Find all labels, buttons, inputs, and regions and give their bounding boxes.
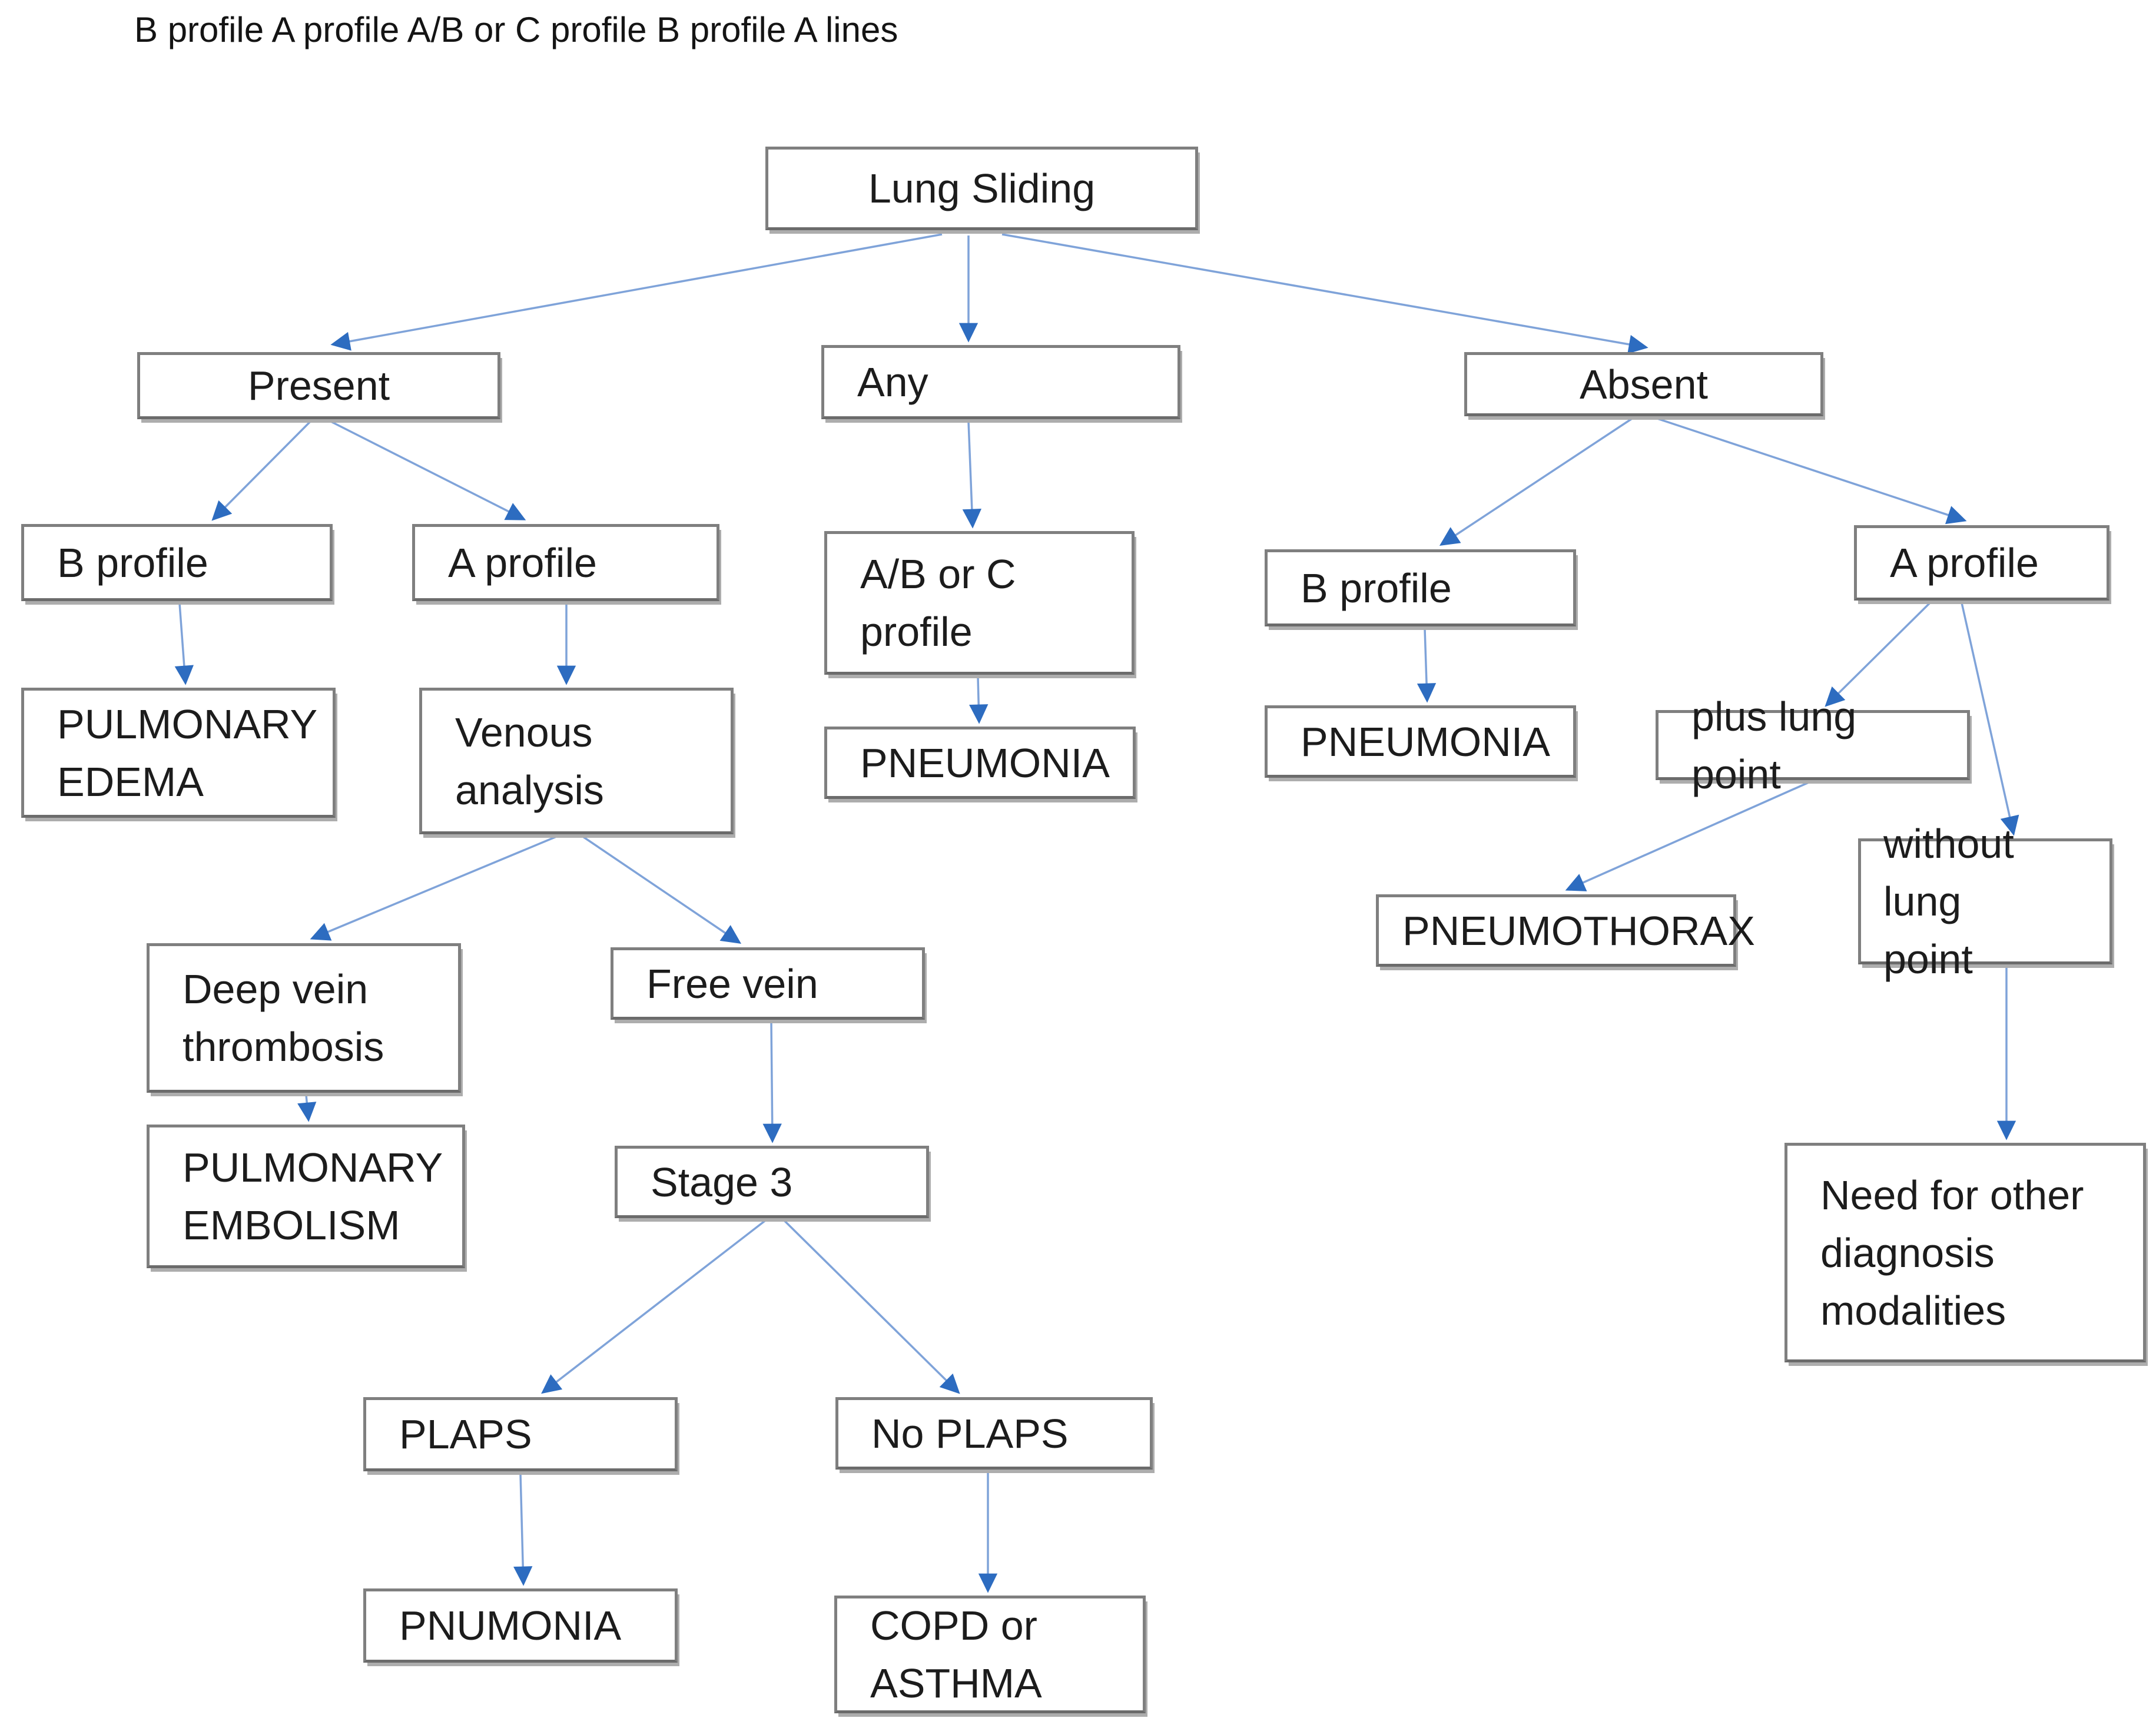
connector-present-aprofile	[330, 420, 526, 520]
connector-present-bprofile	[211, 420, 311, 521]
node-pneumothorax: PNEUMOTHORAX	[1376, 894, 1755, 967]
node-label: PNEUMONIA	[860, 739, 1110, 786]
node-label: No PLAPS	[871, 1410, 1069, 1457]
node-label: PULMONARY EMBOLISM	[183, 1145, 443, 1248]
connector-stage3-noplaps	[783, 1219, 960, 1394]
node-label: Absent	[1580, 361, 1708, 407]
connector-bprofile-pneumonia	[1417, 628, 1437, 703]
node-label: COPD or ASTHMA	[870, 1603, 1042, 1706]
node-pneumonia-right: PNEUMONIA	[1265, 705, 1576, 778]
node-label: A profile	[1890, 540, 2039, 586]
node-label: Need for other diagnosis modalities	[1820, 1172, 2084, 1334]
node-pneumonia-any: PNEUMONIA	[824, 727, 1136, 799]
connector-plaps-pnumonia	[513, 1473, 533, 1586]
node-a-profile-right: A profile	[1854, 525, 2109, 601]
connector-abc-pneumonia	[969, 676, 989, 724]
node-label: PNUMONIA	[399, 1603, 622, 1649]
node-copd-or-asthma: COPD or ASTHMA	[834, 1596, 1146, 1713]
connector-bprofile-edema	[174, 603, 194, 685]
node-label: Deep vein thrombosis	[183, 966, 384, 1070]
figure-caption: B profile A profile A/B or C profile B p…	[134, 10, 898, 49]
node-absent: Absent	[1464, 352, 1823, 416]
node-label: Stage 3	[651, 1159, 793, 1205]
node-ab-or-c-profile: A/B or C profile	[824, 531, 1135, 675]
node-need-other-modalities: Need for other diagnosis modalities	[1784, 1143, 2146, 1362]
node-plus-lung-point: plus lung point	[1656, 694, 1970, 797]
node-label: PNEUMONIA	[1301, 718, 1550, 765]
node-label: without lung point	[1883, 821, 2014, 982]
node-free-vein: Free vein	[611, 947, 925, 1020]
node-label: Present	[247, 363, 390, 409]
node-label: PULMONARY EDEMA	[57, 701, 318, 805]
node-label: PNEUMOTHORAX	[1402, 907, 1755, 954]
connector-absent-bprofile	[1439, 417, 1633, 546]
node-label: Venous analysis	[455, 709, 604, 813]
node-label: Any	[857, 359, 928, 405]
node-label: B profile	[1301, 565, 1452, 611]
node-a-profile-left: A profile	[412, 524, 719, 601]
node-plaps: PLAPS	[363, 1397, 678, 1471]
node-pulmonary-edema: PULMONARY EDEMA	[21, 688, 336, 818]
connector-lungsliding-present	[330, 233, 943, 351]
node-pulmonary-embolism: PULMONARY EMBOLISM	[147, 1125, 465, 1268]
connector-absent-aprofile	[1657, 417, 1967, 525]
node-label: Lung Sliding	[868, 165, 1096, 211]
node-label: A profile	[448, 539, 597, 586]
node-label: PLAPS	[399, 1411, 532, 1457]
node-label: Free vein	[646, 960, 818, 1007]
connector-lungsliding-absent	[1001, 233, 1648, 354]
node-label: B profile	[57, 539, 208, 586]
node-b-profile-left: B profile	[21, 524, 333, 601]
node-any: Any	[821, 345, 1180, 419]
connector-any-abc	[962, 421, 982, 529]
node-label: A/B or C profile	[860, 551, 1016, 655]
node-no-plaps: No PLAPS	[835, 1397, 1153, 1470]
node-deep-vein-thrombosis: Deep vein thrombosis	[147, 943, 461, 1093]
node-label: plus lung point	[1691, 693, 1857, 797]
node-stage-3: Stage 3	[615, 1146, 929, 1218]
connector-stage3-plaps	[541, 1219, 767, 1394]
node-pnumonia: PNUMONIA	[363, 1588, 678, 1663]
connector-venous-freevein	[582, 835, 742, 944]
node-b-profile-right: B profile	[1265, 549, 1576, 626]
connector-deepvein-embolism	[297, 1095, 317, 1122]
node-venous-analysis: Venous analysis	[419, 688, 734, 834]
connector-venous-deepvein	[310, 835, 557, 941]
node-present: Present	[137, 352, 500, 419]
connector-freevein-stage3	[762, 1021, 782, 1143]
node-lung-sliding: Lung Sliding	[765, 147, 1198, 230]
node-without-lung-point: without lung point	[1858, 821, 2112, 982]
